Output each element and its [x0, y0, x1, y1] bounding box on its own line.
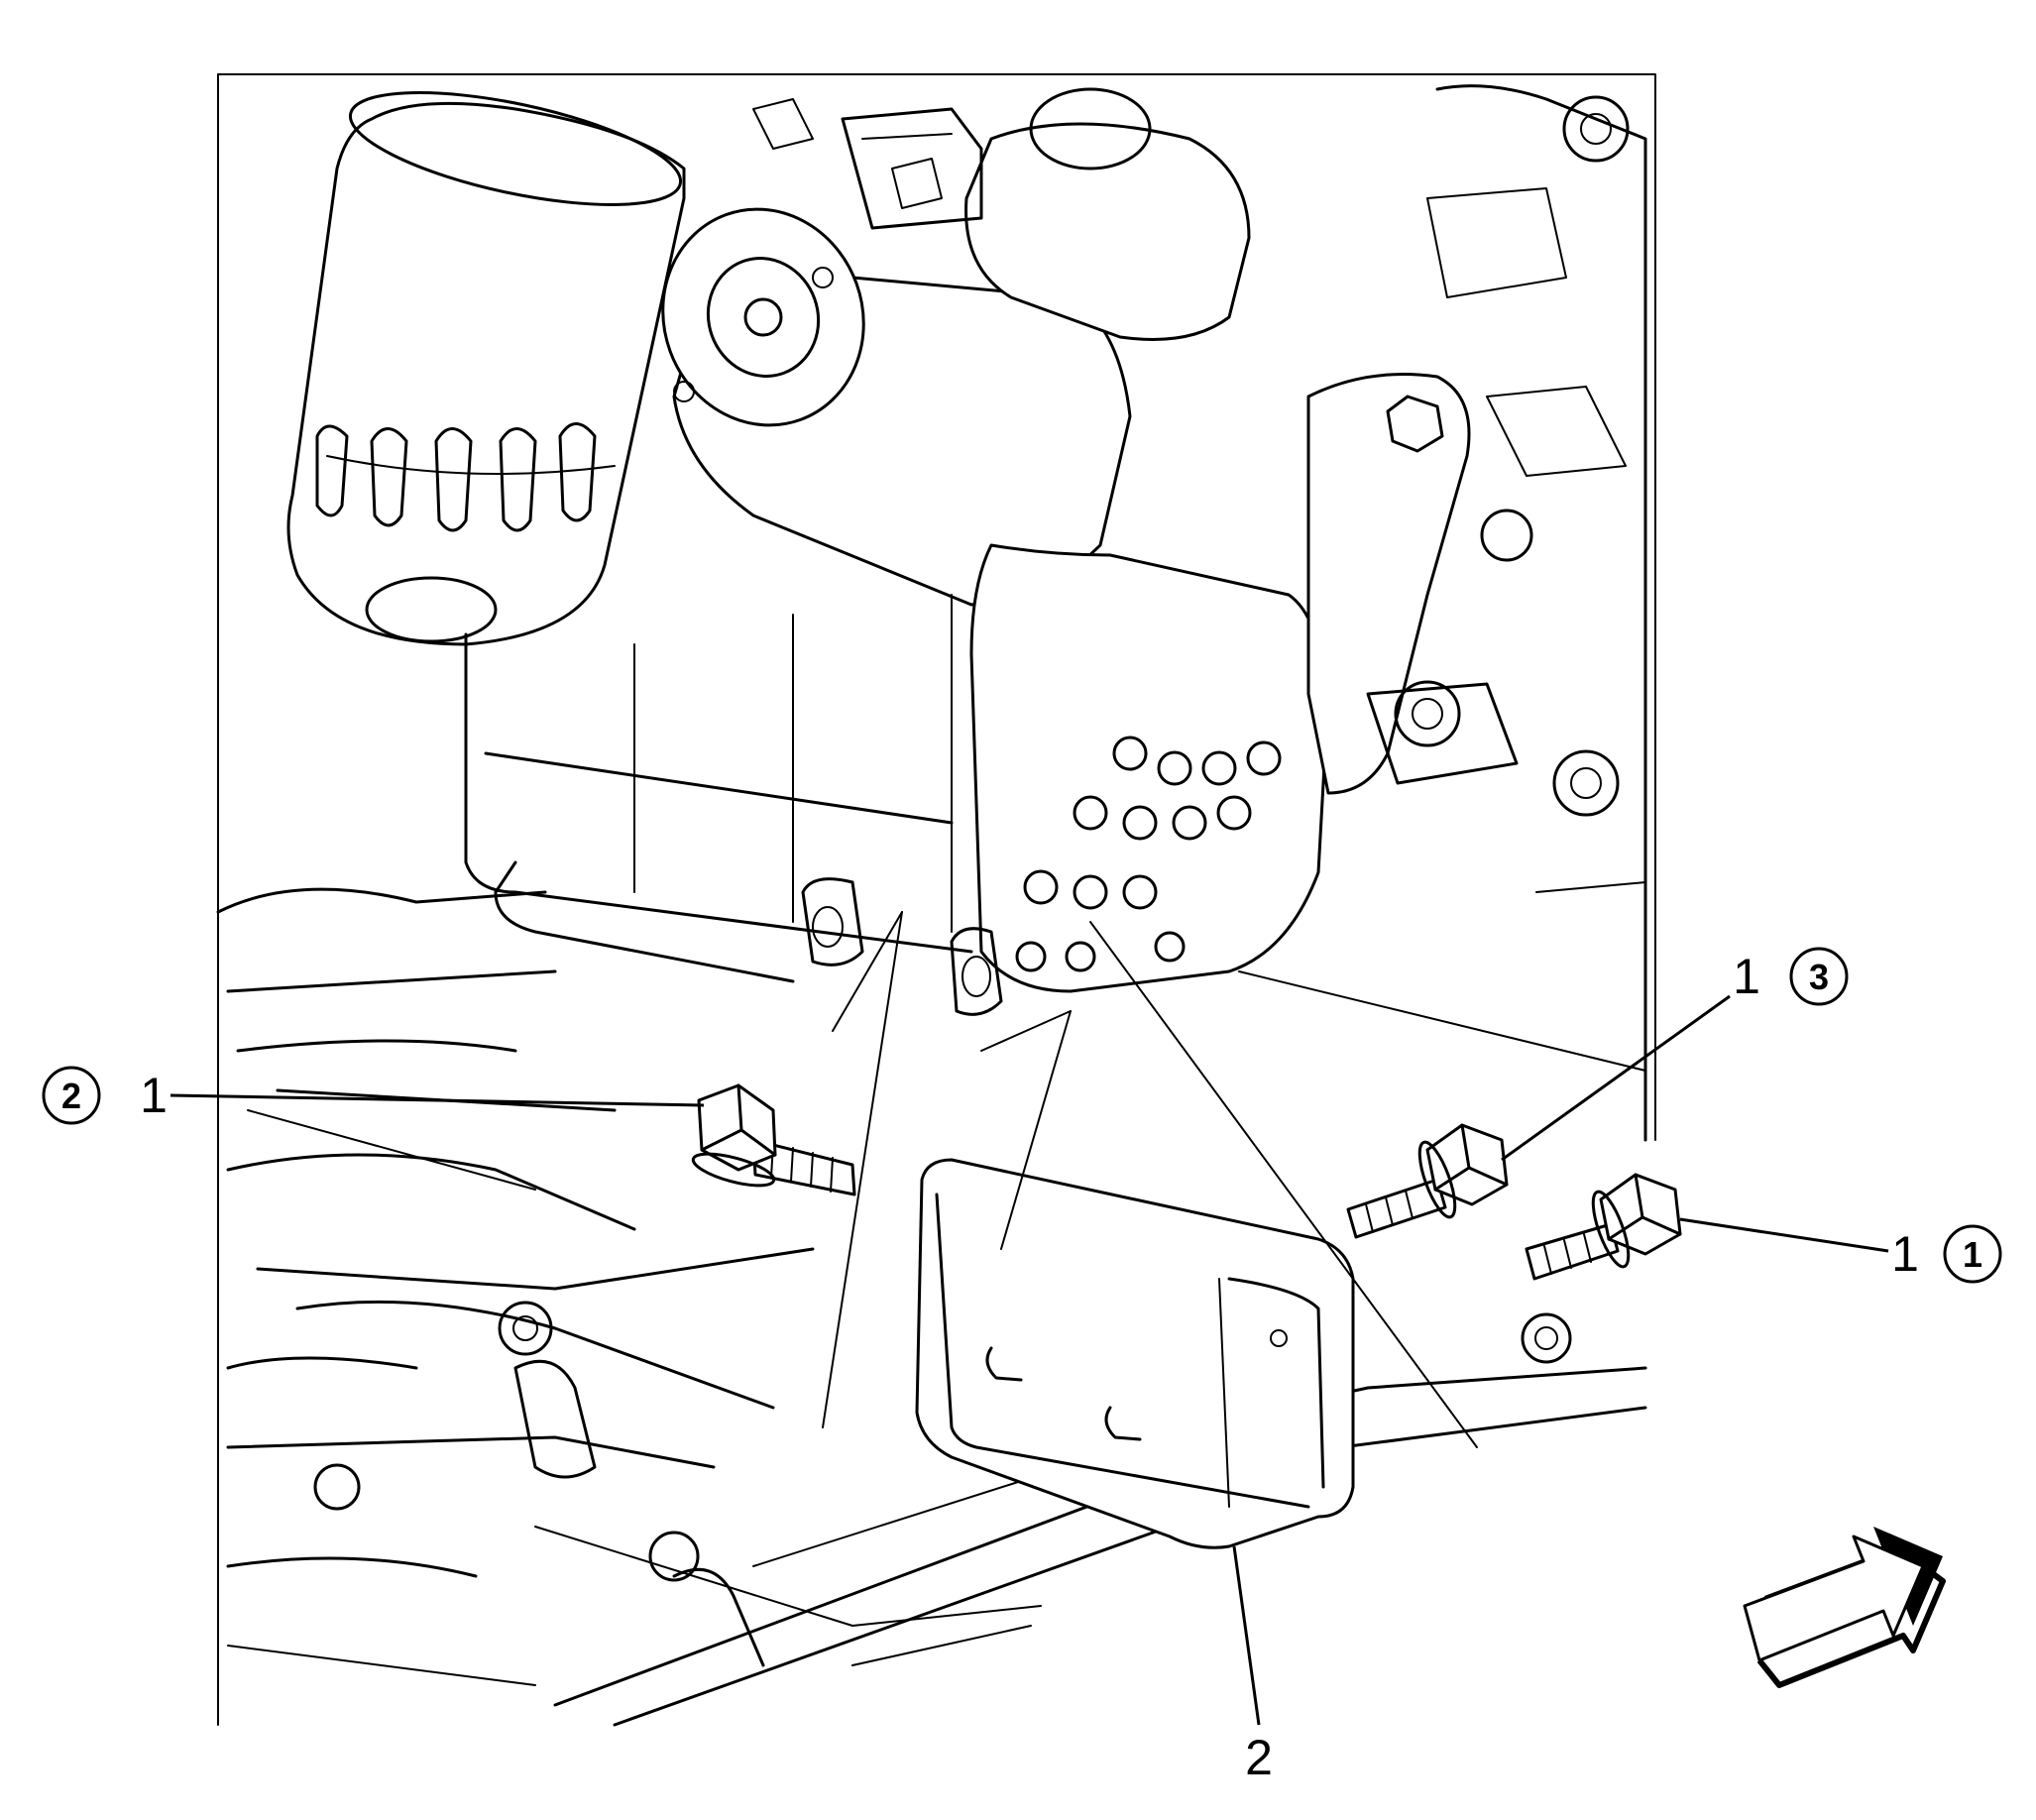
- callout-bracket: 2: [1245, 1730, 1273, 1785]
- forward-arrow-icon: [1743, 1527, 1946, 1688]
- sequence-badge: [42, 1066, 101, 1125]
- bolt-middle: [1346, 1123, 1509, 1239]
- callout-number: 2: [1245, 1730, 1273, 1785]
- mounting-plate: [969, 373, 1471, 993]
- sequence-number: 2: [61, 1076, 81, 1116]
- sequence-badge: [1789, 947, 1849, 1006]
- sequence-number: 3: [1809, 957, 1829, 997]
- callout-number: 1: [1891, 1226, 1919, 1282]
- engine-assembly: [216, 73, 1656, 1727]
- bolt-right: [1525, 1173, 1682, 1281]
- engine-block: [1238, 84, 1647, 1142]
- leader-bolt-right: [1679, 1217, 1889, 1253]
- callout-bolt-right: 1 1: [1891, 1224, 2002, 1284]
- leader-bolt-middle: [1501, 994, 1731, 1162]
- sequence-number: 1: [1963, 1234, 1982, 1275]
- callout-bolt-left: 2 1: [42, 1066, 168, 1125]
- callout-leaders: [170, 994, 1889, 1726]
- leader-bolt-left: [170, 1093, 705, 1107]
- bracket: [915, 1158, 1355, 1549]
- callout-bolt-middle: 1 3: [1733, 947, 1849, 1006]
- bolt-left: [691, 1083, 856, 1196]
- callout-number: 1: [140, 1068, 168, 1123]
- leader-bracket: [1232, 1545, 1261, 1726]
- starter-motor: [661, 87, 1251, 607]
- oil-filter: [286, 91, 686, 646]
- callout-number: 1: [1733, 949, 1760, 1004]
- oil-pan: [464, 594, 1003, 1016]
- alignment-lines: [822, 911, 1478, 1448]
- sequence-badge: [1943, 1224, 2002, 1284]
